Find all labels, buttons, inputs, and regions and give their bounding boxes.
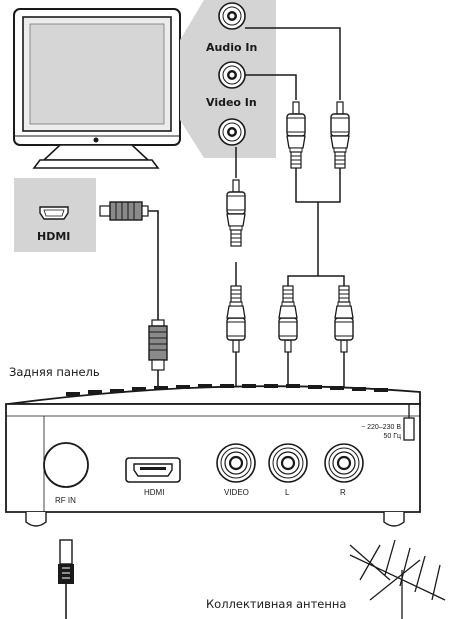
tv-video-plug [226,179,246,247]
video-label: VIDEO [224,488,249,497]
rear-panel-label: Задняя панель [9,365,100,379]
antenna-icon [349,539,446,619]
audio-jack-right [323,442,365,484]
coax-cable [58,539,74,619]
rx-audio-plug-left [279,286,297,352]
rf-in-port [43,442,89,488]
video-in-label: Video In [206,96,257,109]
receiver-hdmi-port [125,457,181,483]
rx-video-plug [227,286,245,352]
tv-hdmi-label: HDMI [37,230,71,243]
tv-hdmi-panel [14,178,96,252]
audio-jack-left [267,442,309,484]
audio-in-label: Audio In [206,41,258,54]
tv-video-in-jack [218,118,246,146]
power-spec-line-1: ~ 220–230 В [361,424,401,431]
audio-cables [245,27,345,286]
tv [13,8,181,169]
video-jack [215,442,257,484]
tv-audio-plug-left [286,101,306,169]
tv-audio-in-jack-top [218,2,246,30]
receiver-body [5,384,421,527]
audio-right-label: R [340,488,346,497]
audio-left-label: L [285,488,290,497]
tv-av-panel [180,0,276,158]
rf-in-label: RF IN [55,496,76,505]
power-spec-line-2: 50 Гц [383,433,401,440]
power-spec: ~ 220–230 В 50 Гц [345,423,401,441]
tv-audio-plug-right [330,101,350,169]
tv-audio-in-jack-bottom [218,61,246,89]
receiver-hdmi-label: HDMI [144,488,165,497]
antenna-label: Коллективная антенна [206,597,347,611]
rx-audio-plug-right [335,286,353,352]
